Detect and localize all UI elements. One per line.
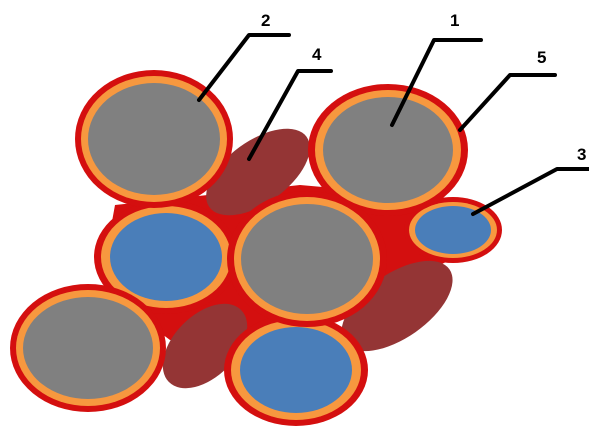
brown-ellipse-right [341, 260, 453, 352]
leader-line-1 [390, 38, 483, 127]
leader-line-3 [471, 167, 589, 216]
blue-particles [94, 197, 502, 426]
gray-particle-center [227, 191, 387, 327]
brown-ellipse-top [206, 128, 310, 216]
leader-line-4 [247, 69, 333, 161]
gray-particle-top-left [75, 70, 233, 208]
label-3: 3 [577, 145, 586, 164]
label-1: 1 [450, 11, 459, 30]
blue-particle-bottom [224, 314, 368, 426]
leader-lines [197, 33, 589, 216]
blue-particle-left [94, 200, 238, 314]
label-4: 4 [312, 45, 322, 64]
leader-line-5 [458, 73, 557, 132]
gray-particles [10, 70, 468, 412]
gray-particle-bottom-left [10, 284, 166, 412]
blue-particle-right [404, 197, 502, 263]
leader-line-2 [197, 33, 291, 102]
label-5: 5 [537, 48, 546, 67]
gray-particle-top-right [308, 84, 468, 216]
callout-labels: 1 2 3 4 5 [261, 11, 586, 164]
label-2: 2 [261, 11, 270, 30]
